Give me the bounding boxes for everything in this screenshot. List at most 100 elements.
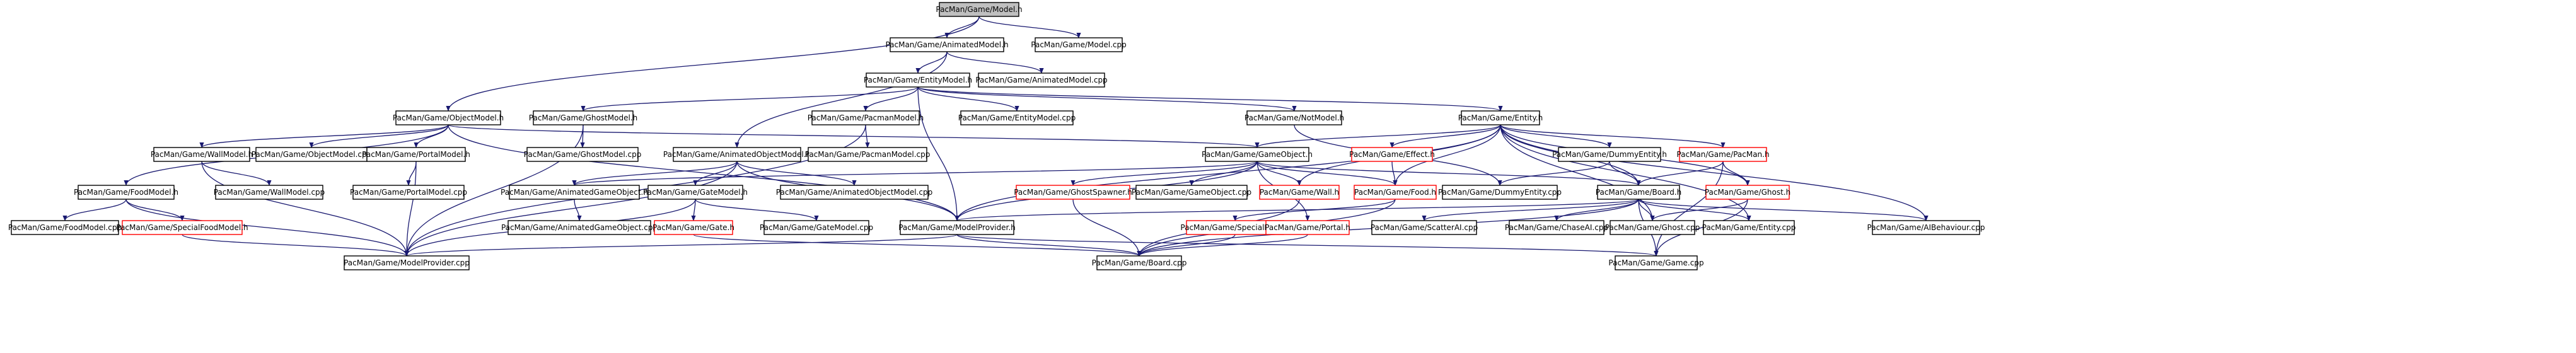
- dependency-edge: [1654, 199, 1748, 257]
- file-node-dummyentity-h[interactable]: PacMan/Game/DummyEntity.h: [1552, 147, 1667, 162]
- file-node-wallmodel-cpp[interactable]: PacMan/Game/WallModel.cpp: [214, 185, 325, 200]
- file-node-portalmodel-cpp[interactable]: PacMan/Game/PortalModel.cpp: [350, 185, 467, 200]
- file-node-label: PacMan/Game/DummyEntity.h: [1552, 150, 1667, 159]
- file-node-box: [1558, 147, 1661, 162]
- file-node-ghostmodel-h[interactable]: PacMan/Game/GhostModel.h: [529, 110, 637, 125]
- file-node-entity-cpp[interactable]: PacMan/Game/Entity.cpp: [1702, 220, 1796, 235]
- file-node-entity-h[interactable]: PacMan/Game/Entity.h: [1458, 110, 1543, 125]
- file-node-board-h[interactable]: PacMan/Game/Board.h: [1596, 185, 1681, 200]
- file-node-modelprovider-cpp[interactable]: PacMan/Game/ModelProvider.cpp: [344, 255, 470, 270]
- dependency-edge: [917, 86, 1297, 112]
- file-node-objectmodel-h[interactable]: PacMan/Game/ObjectModel.h: [393, 110, 504, 125]
- file-node-objectmodel-cpp[interactable]: PacMan/Game/ObjectModel.cpp: [252, 147, 372, 162]
- file-node-notmodel-h[interactable]: PacMan/Game/NotModel.h: [1244, 110, 1344, 125]
- file-node-gameobject-h[interactable]: PacMan/Game/GameObject.h: [1202, 147, 1313, 162]
- file-node-portal-h[interactable]: PacMan/Game/Portal.h: [1265, 220, 1350, 235]
- file-node-model-cpp[interactable]: PacMan/Game/Model.cpp: [1031, 37, 1127, 52]
- dependency-edge: [1554, 199, 1639, 221]
- dependency-edge: [1393, 124, 1501, 186]
- file-node-entitymodel-h[interactable]: PacMan/Game/EntityModel.h: [864, 72, 972, 88]
- file-node-wallmodel-h[interactable]: PacMan/Game/WallModel.h: [151, 147, 253, 162]
- file-node-label: PacMan/Game/Board.h: [1596, 188, 1681, 197]
- file-node-label: PacMan/Game/Food.h: [1354, 188, 1436, 197]
- file-node-gatemodel-h[interactable]: PacMan/Game/GateModel.h: [643, 185, 748, 200]
- dependency-edge: [1391, 161, 1398, 186]
- dependency-edge: [1422, 199, 1639, 221]
- file-node-label: PacMan/Game/WallModel.cpp: [214, 188, 325, 197]
- file-node-animatedgameobject-cpp[interactable]: PacMan/Game/AnimatedGameObject.cpp: [501, 220, 658, 235]
- file-node-label: PacMan/Game/AIBehaviour.cpp: [1867, 223, 1985, 232]
- file-node-box: [811, 110, 920, 125]
- file-node-label: PacMan/Game/Ghost.cpp: [1605, 223, 1700, 232]
- file-node-box: [78, 185, 175, 200]
- file-node-gatemodel-cpp[interactable]: PacMan/Game/GateModel.cpp: [760, 220, 873, 235]
- file-node-label: PacMan/Game/ChaseAI.cpp: [1505, 223, 1608, 232]
- file-node-chaseai-cpp[interactable]: PacMan/Game/ChaseAI.cpp: [1505, 220, 1608, 235]
- file-node-box: [1135, 185, 1248, 200]
- file-node-animatedgameobject-h[interactable]: PacMan/Game/AnimatedGameObject.h: [501, 185, 648, 200]
- file-node-box: [1096, 255, 1182, 270]
- file-node-box: [1354, 185, 1437, 200]
- file-node-label: PacMan/Game/PacmanModel.h: [808, 113, 924, 122]
- file-node-pacmanmodel-cpp[interactable]: PacMan/Game/PacmanModel.cpp: [805, 147, 931, 162]
- dependency-edge: [693, 161, 738, 186]
- file-node-box: [395, 110, 501, 125]
- file-node-aibehaviour-cpp[interactable]: PacMan/Game/AIBehaviour.cpp: [1867, 220, 1985, 235]
- file-node-box: [1246, 110, 1342, 125]
- file-node-label: PacMan/Game/Entity.h: [1458, 113, 1543, 122]
- file-node-box: [1615, 255, 1698, 270]
- file-node-ghost-h[interactable]: PacMan/Game/Ghost.h: [1705, 185, 1790, 200]
- file-node-animatedmodel-h[interactable]: PacMan/Game/AnimatedModel.h: [885, 37, 1009, 52]
- file-node-label: PacMan/Game/FoodModel.cpp: [8, 223, 122, 232]
- file-node-game-cpp[interactable]: PacMan/Game/Game.cpp: [1608, 255, 1704, 270]
- dependency-edge: [1636, 161, 1724, 186]
- file-node-food-h[interactable]: PacMan/Game/Food.h: [1354, 185, 1437, 200]
- file-node-gate-h[interactable]: PacMan/Game/Gate.h: [653, 220, 734, 235]
- dependency-edge: [125, 199, 409, 257]
- file-node-specialfood-h[interactable]: PacMan/Game/SpecialFood.h: [1180, 220, 1290, 235]
- file-node-scatterai-cpp[interactable]: PacMan/Game/ScatterAI.cpp: [1371, 220, 1478, 235]
- file-node-pacman-h[interactable]: PacMan/Game/PacMan.h: [1676, 147, 1770, 162]
- file-node-animatedmodel-cpp[interactable]: PacMan/Game/AnimatedModel.cpp: [975, 72, 1108, 88]
- file-node-label: PacMan/Game/WallModel.h: [151, 150, 253, 159]
- file-node-label: PacMan/Game/PacMan.h: [1676, 150, 1769, 159]
- dependency-edge: [199, 124, 449, 148]
- file-node-foodmodel-cpp[interactable]: PacMan/Game/FoodModel.cpp: [8, 220, 122, 235]
- file-node-box: [647, 185, 743, 200]
- file-node-label: PacMan/Game/SpecialFoodModel.h: [116, 223, 248, 232]
- file-node-box: [763, 220, 869, 235]
- file-node-gameobject-cpp[interactable]: PacMan/Game/GameObject.cpp: [1132, 185, 1251, 200]
- file-node-label: PacMan/Game/GameObject.h: [1202, 150, 1313, 159]
- file-node-specialfoodmodel-h[interactable]: PacMan/Game/SpecialFoodModel.h: [116, 220, 248, 235]
- file-node-label: PacMan/Game/Model.h: [936, 5, 1022, 14]
- file-node-box: [1703, 220, 1795, 235]
- file-node-ghost-cpp[interactable]: PacMan/Game/Ghost.cpp: [1605, 220, 1700, 235]
- file-node-wall-h[interactable]: PacMan/Game/Wall.h: [1259, 185, 1340, 200]
- file-node-box: [1016, 185, 1130, 200]
- file-node-dummyentity-cpp[interactable]: PacMan/Game/DummyEntity.cpp: [1438, 185, 1562, 200]
- file-node-animatedobjectmodel-cpp[interactable]: PacMan/Game/AnimatedObjectModel.cpp: [776, 185, 932, 200]
- file-node-pacmanmodel-h[interactable]: PacMan/Game/PacmanModel.h: [808, 110, 924, 125]
- file-node-label: PacMan/Game/Wall.h: [1260, 188, 1339, 197]
- file-node-label: PacMan/Game/GateModel.h: [643, 188, 748, 197]
- file-node-box: [1461, 110, 1540, 125]
- file-node-model-h[interactable]: PacMan/Game/Model.h: [936, 2, 1023, 17]
- file-node-effect-h[interactable]: PacMan/Game/Effect.h: [1349, 147, 1435, 162]
- dependency-edge: [1500, 124, 1929, 221]
- file-node-animatedobjectmodel-h[interactable]: PacMan/Game/AnimatedObjectModel.h: [663, 147, 811, 162]
- file-node-label: PacMan/Game/Portal.h: [1265, 223, 1350, 232]
- file-node-ghostspawner-h[interactable]: PacMan/Game/GhostSpawner.h: [1014, 185, 1132, 200]
- dependency-edge: [1072, 199, 1142, 257]
- file-node-board-cpp[interactable]: PacMan/Game/Board.cpp: [1092, 255, 1187, 270]
- file-node-label: PacMan/Game/ObjectModel.cpp: [252, 150, 372, 159]
- file-node-ghostmodel-cpp[interactable]: PacMan/Game/GhostModel.cpp: [524, 147, 642, 162]
- file-node-portalmodel-h[interactable]: PacMan/Game/PortalModel.h: [362, 147, 470, 162]
- file-node-entitymodel-cpp[interactable]: PacMan/Game/EntityModel.cpp: [958, 110, 1076, 125]
- dependency-edge: [201, 161, 272, 186]
- file-node-box: [654, 220, 733, 235]
- dependency-edge: [448, 124, 960, 221]
- dependency-edges: [62, 16, 1929, 257]
- file-node-foodmodel-h[interactable]: PacMan/Game/FoodModel.h: [74, 185, 178, 200]
- file-node-box: [1259, 185, 1340, 200]
- file-node-modelprovider-h[interactable]: PacMan/Game/ModelProvider.h: [898, 220, 1016, 235]
